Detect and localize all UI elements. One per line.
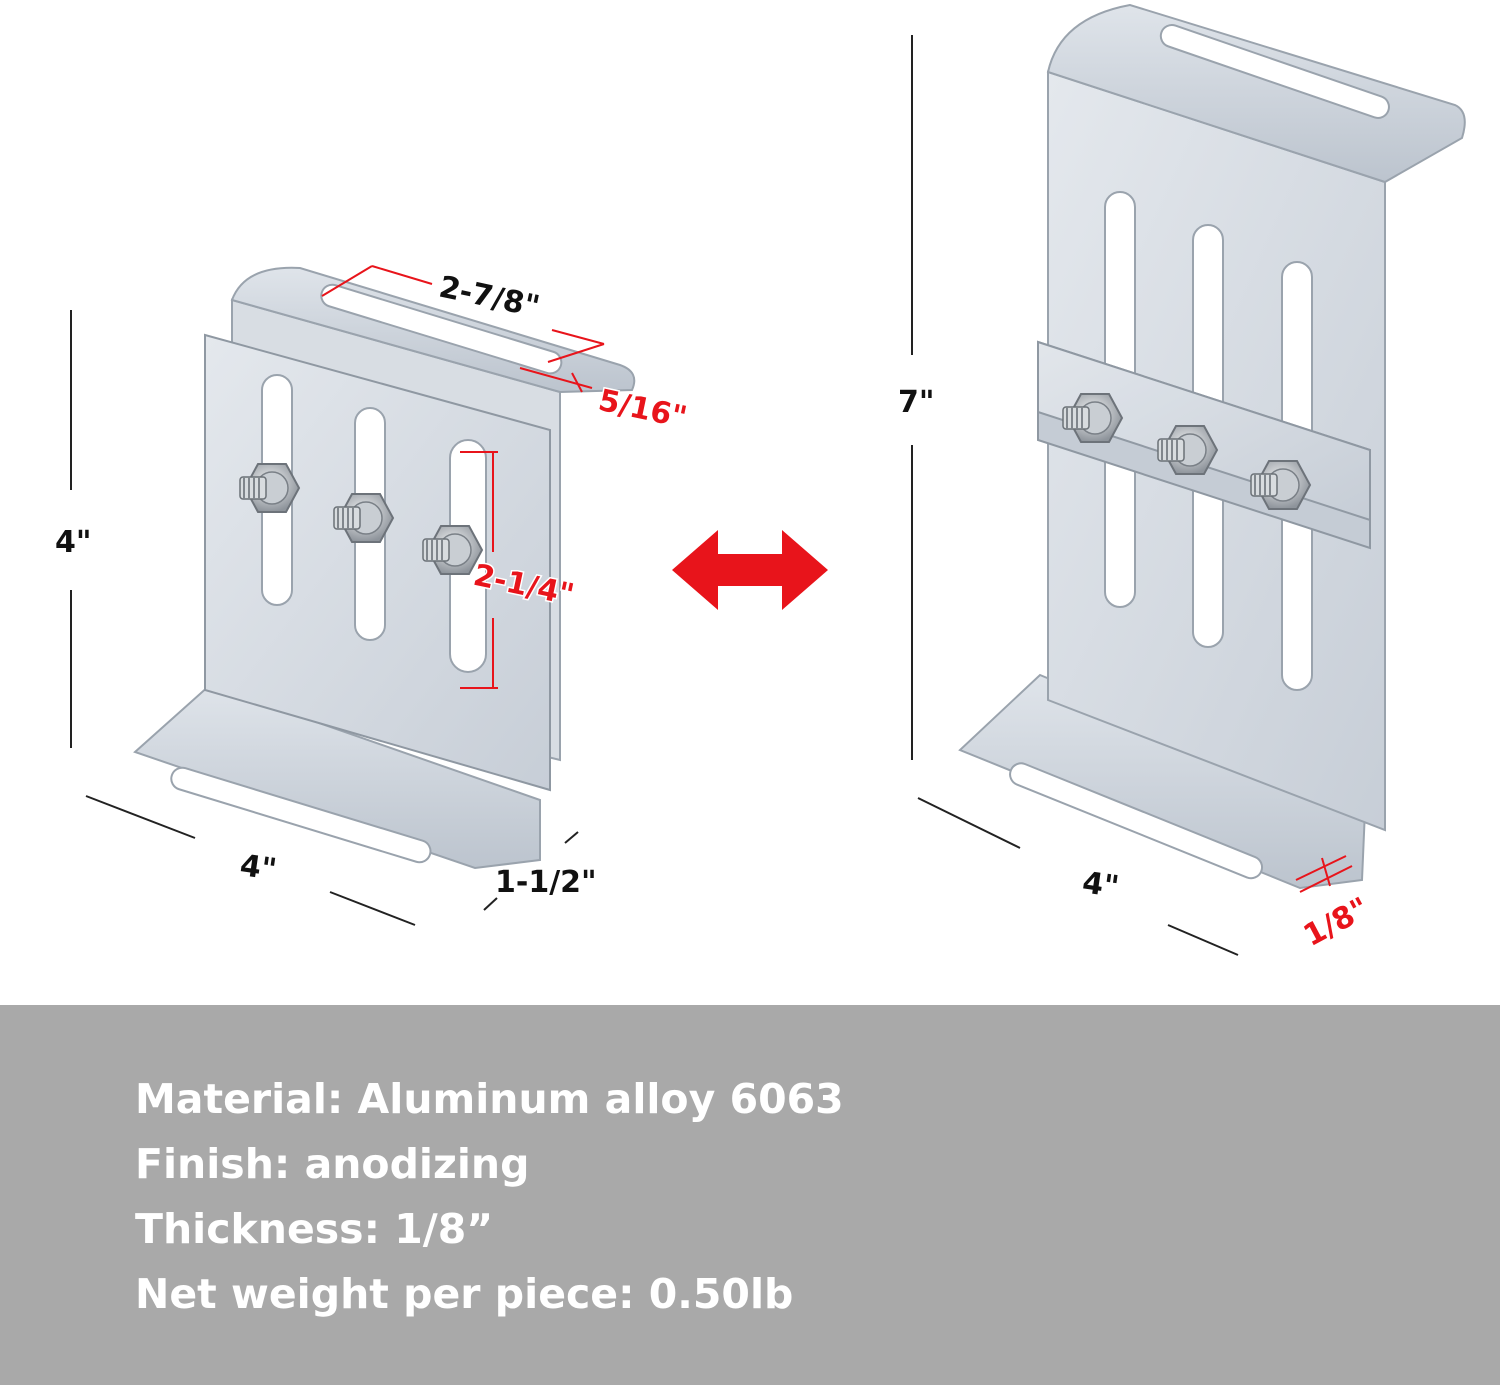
large-height-label: 7" — [898, 385, 935, 420]
slot-width-label: 5/16" — [595, 383, 690, 436]
spec-thickness: Thickness: 1/8” — [135, 1205, 494, 1253]
double-arrow-icon — [672, 530, 828, 610]
spec-panel: Material: Aluminum alloy 6063 Finish: an… — [0, 1005, 1500, 1385]
large-bracket — [958, 3, 1466, 890]
large-width-label: 4" — [1080, 865, 1121, 905]
spec-net-weight: Net weight per piece: 0.50lb — [135, 1270, 794, 1318]
small-bracket-dimension-lines — [70, 265, 605, 926]
large-bracket-dimension-lines — [911, 35, 1353, 956]
small-width-label: 4" — [238, 848, 279, 888]
spec-finish: Finish: anodizing — [135, 1140, 530, 1188]
small-height-label: 4" — [55, 525, 92, 560]
spec-material: Material: Aluminum alloy 6063 — [135, 1075, 844, 1123]
thickness-label: 1/8" — [1298, 891, 1375, 954]
small-depth-label: 1-1/2" — [495, 865, 597, 900]
small-bracket — [133, 266, 636, 870]
product-illustration: 4" 4" 1-1/2" 2-7/8" 5/16" 2-1/4" — [55, 3, 1466, 956]
